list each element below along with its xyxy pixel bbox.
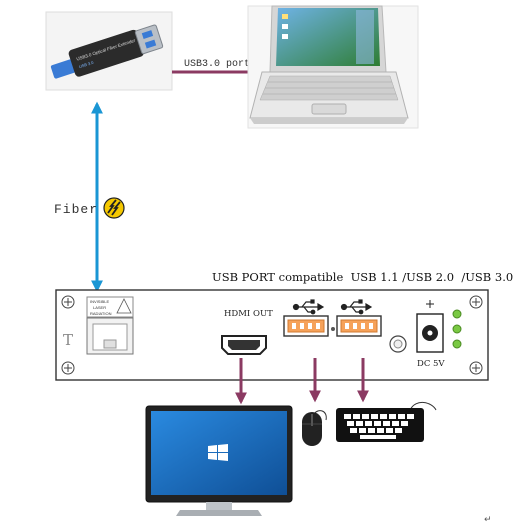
usb-symbol-icon — [340, 299, 373, 315]
receiver-panel: INVISIBLE LASER RADIATION T HDMI OUT — [55, 289, 489, 381]
hdmi-port — [221, 335, 267, 355]
dc-power-jack — [416, 300, 444, 353]
dongle-label-2: USB 3.0 — [78, 60, 94, 70]
mouse-icon — [302, 410, 327, 446]
panel-screw — [61, 361, 75, 375]
usb-port-2 — [336, 315, 382, 337]
panel-screw — [469, 295, 483, 309]
windows-logo-icon — [208, 444, 228, 461]
dongle-usb-plug — [50, 59, 76, 79]
panel-t-mark: T — [63, 331, 73, 349]
keyboard-icon — [336, 402, 437, 442]
monitor-icon — [145, 405, 293, 516]
hdmi-out-label: HDMI OUT — [224, 309, 273, 319]
dc-label: DC 5V — [417, 359, 445, 369]
laser-warning-line-1: INVISIBLE — [90, 299, 109, 304]
port-separator-dot — [331, 327, 335, 331]
usb-port-label: USB3.0 port — [184, 59, 250, 70]
laser-warning-line-2: LASER — [93, 305, 106, 310]
panel-screw — [469, 361, 483, 375]
panel-screw — [61, 295, 75, 309]
status-led — [452, 324, 462, 334]
sfp-port — [86, 317, 134, 355]
fiber-warning-icon — [103, 197, 125, 219]
laser-warning-sticker: INVISIBLE LASER RADIATION — [86, 296, 134, 318]
usb-compat-label: USB PORT compatible USB 1.1 /USB 2.0 /US… — [212, 270, 513, 284]
fiber-usb-dongle: USB3.0 Optical Fiber Extender USB 3.0 — [45, 11, 173, 91]
status-led — [452, 339, 462, 349]
laptop-icon — [247, 5, 419, 129]
usb-symbol-icon — [292, 299, 325, 315]
panel-round-button — [389, 335, 407, 353]
status-led — [452, 309, 462, 319]
fiber-label: Fiber — [54, 202, 98, 217]
laser-hazard-icon — [116, 298, 132, 314]
laser-warning-line-3: RADIATION — [90, 311, 112, 316]
corner-return-mark: ↵ — [484, 515, 492, 525]
dongle-icon: USB3.0 Optical Fiber Extender USB 3.0 — [68, 24, 164, 77]
usb-port-1 — [283, 315, 329, 337]
